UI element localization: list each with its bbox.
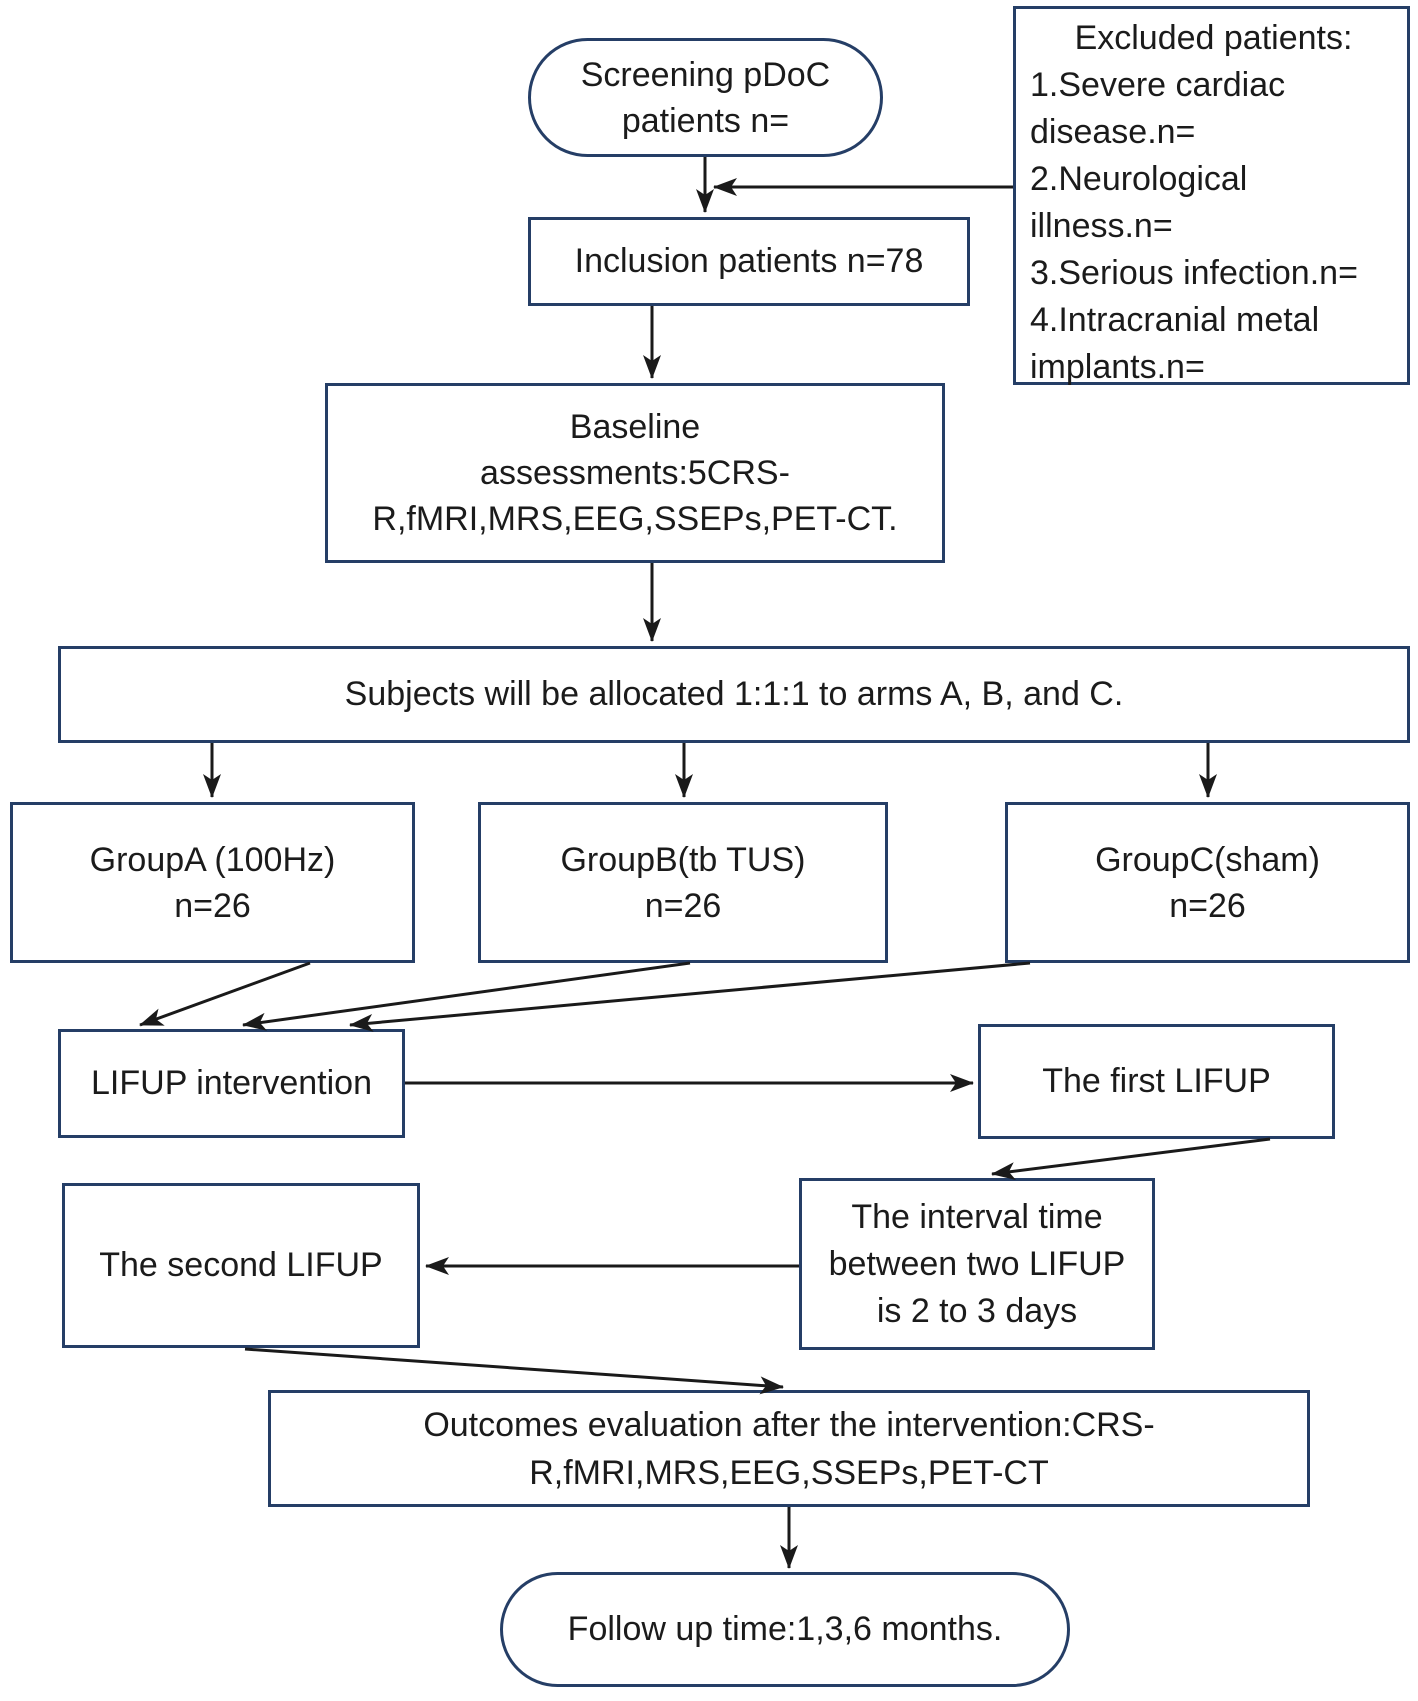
lifup-intervention-label: LIFUP intervention <box>91 1064 372 1102</box>
group-b-node: GroupB(tb TUS) n=26 <box>478 802 888 963</box>
second-lifup-node: The second LIFUP <box>62 1183 420 1348</box>
group-a-node: GroupA (100Hz) n=26 <box>10 802 415 963</box>
screening-label: Screening pDoC patients n= <box>580 55 831 140</box>
excluded-lines: 1.Severe cardiac disease.n= 2.Neurologic… <box>1030 66 1358 386</box>
screening-node: Screening pDoC patients n= <box>528 38 883 157</box>
follow-up-node: Follow up time:1,3,6 months. <box>500 1572 1070 1687</box>
lifup-intervention-node: LIFUP intervention <box>58 1029 405 1138</box>
arrow-second-lifup-to-outcomes <box>244 1347 784 1395</box>
excluded-title: Excluded patients: <box>1074 19 1353 57</box>
inclusion-label: Inclusion patients n=78 <box>574 242 924 280</box>
arrow-first-lifup-to-interval <box>991 1137 1271 1181</box>
outcomes-label: Outcomes evaluation after the interventi… <box>423 1405 1155 1492</box>
interval-node: The interval time between two LIFUP is 2… <box>799 1178 1155 1350</box>
group-a-label: GroupA (100Hz) n=26 <box>89 840 336 925</box>
group-c-node: GroupC(sham) n=26 <box>1005 802 1410 963</box>
allocation-label: Subjects will be allocated 1:1:1 to arms… <box>344 675 1124 713</box>
arrow-group-c-to-lifup <box>349 961 1031 1032</box>
first-lifup-node: The first LIFUP <box>978 1024 1335 1139</box>
excluded-node: Excluded patients: 1.Severe cardiac dise… <box>1013 6 1410 386</box>
baseline-node: Baseline assessments:5CRS- R,fMRI,MRS,EE… <box>325 383 945 563</box>
follow-up-label: Follow up time:1,3,6 months. <box>567 1610 1003 1648</box>
interval-label: The interval time between two LIFUP is 2… <box>828 1197 1126 1330</box>
second-lifup-label: The second LIFUP <box>99 1246 383 1284</box>
baseline-label: Baseline assessments:5CRS- R,fMRI,MRS,EE… <box>372 408 898 538</box>
outcomes-node: Outcomes evaluation after the interventi… <box>268 1390 1310 1507</box>
group-b-label: GroupB(tb TUS) n=26 <box>560 840 806 925</box>
first-lifup-label: The first LIFUP <box>1042 1062 1271 1100</box>
allocation-node: Subjects will be allocated 1:1:1 to arms… <box>58 646 1410 743</box>
arrow-group-b-to-lifup <box>242 961 691 1031</box>
arrow-group-a-to-lifup <box>139 961 311 1027</box>
group-c-label: GroupC(sham) n=26 <box>1095 840 1320 925</box>
inclusion-node: Inclusion patients n=78 <box>528 217 970 306</box>
